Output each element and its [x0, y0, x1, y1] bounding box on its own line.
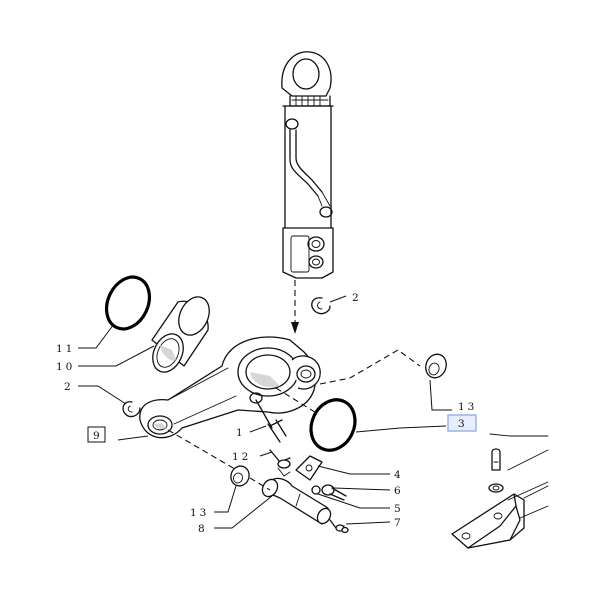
label-10: 10 — [56, 361, 75, 373]
assembly-line-lower — [167, 429, 271, 491]
label-6: 6 — [394, 485, 404, 497]
hydraulic-cylinder[interactable] — [281, 51, 334, 279]
label-12: 12 — [232, 451, 251, 463]
label-9-box — [87, 426, 106, 443]
grease-fitting-12[interactable] — [269, 449, 291, 477]
leader-3 — [355, 425, 447, 433]
label-4: 4 — [394, 469, 404, 481]
bushing-10[interactable] — [147, 292, 215, 377]
label-13-right: 13 — [458, 401, 477, 413]
label-2-left: 2 — [64, 381, 74, 393]
assembly-line-right — [319, 349, 421, 385]
lever-arm-9[interactable] — [139, 336, 321, 439]
assembly-arrow-head — [291, 322, 299, 334]
pin-8[interactable] — [259, 477, 333, 526]
bracket-assembly[interactable] — [451, 433, 549, 549]
assembly-line-hub — [275, 387, 319, 415]
bushing-13-lower[interactable] — [228, 464, 252, 489]
circlip-upper[interactable] — [311, 297, 331, 315]
label-3: 3 — [458, 418, 468, 430]
plate-4[interactable] — [295, 455, 323, 481]
label-5: 5 — [394, 503, 404, 515]
grease-nipple-7[interactable] — [329, 519, 349, 534]
bushing-13-right[interactable] — [422, 351, 449, 380]
ring-11[interactable] — [98, 270, 157, 336]
label-7: 7 — [394, 517, 404, 529]
label-3-highlight[interactable] — [447, 414, 477, 432]
label-9: 9 — [93, 430, 103, 442]
label-2-upper: 2 — [352, 292, 362, 304]
pin-1[interactable] — [255, 399, 287, 443]
label-13-lower: 13 — [190, 507, 209, 519]
bolt-6[interactable] — [321, 484, 347, 501]
label-11: 11 — [56, 343, 75, 355]
label-8: 8 — [198, 523, 208, 535]
ring-3[interactable] — [303, 393, 363, 458]
label-1: 1 — [236, 427, 246, 439]
washer-5[interactable] — [311, 485, 321, 495]
